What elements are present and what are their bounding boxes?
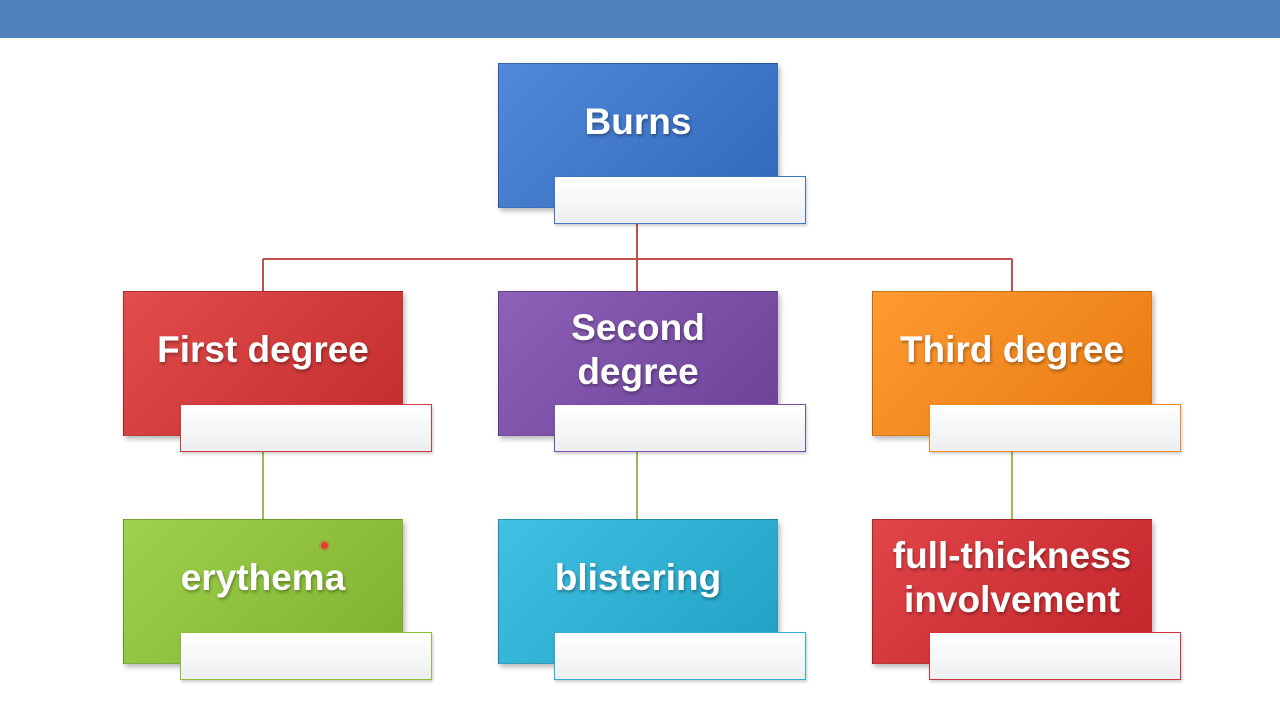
header-bar — [0, 0, 1280, 38]
node-full-thickness-involvement-subtext-box — [929, 632, 1181, 680]
node-label: First degree — [157, 328, 369, 370]
node-label: blistering — [554, 556, 722, 598]
laser-pointer-dot — [321, 542, 328, 549]
node-label: Third degree — [899, 328, 1125, 370]
node-second-degree-subtext-box — [554, 404, 806, 452]
node-label: full-thickness involvement — [892, 534, 1132, 620]
node-label: Second degree — [571, 306, 705, 392]
node-label: erythema — [180, 556, 346, 598]
node-erythema-subtext-box — [180, 632, 432, 680]
connector-root — [262, 224, 1013, 291]
node-burns-subtext-box — [554, 176, 806, 224]
node-third-degree-subtext-box — [929, 404, 1181, 452]
node-first-degree-subtext-box — [180, 404, 432, 452]
node-blistering-subtext-box — [554, 632, 806, 680]
connector-findings — [262, 452, 1013, 519]
node-label: Burns — [584, 100, 692, 142]
